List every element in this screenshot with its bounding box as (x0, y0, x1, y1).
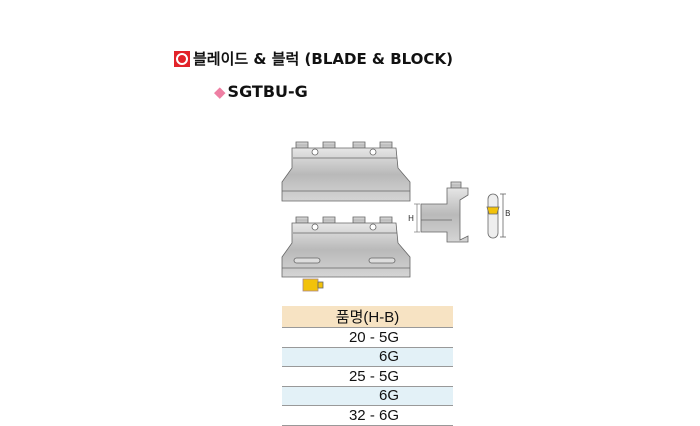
spec-table: 품명(H-B) 20 - 5G 6G 25 - 5G 6G 32 - 6G (282, 306, 453, 426)
table-row: 20 - 5G (282, 327, 453, 348)
block-top-view (281, 141, 411, 202)
section-title-text: 블레이드 & 블럭 (BLADE & BLOCK) (193, 50, 453, 68)
label-h: H (408, 214, 414, 223)
circle-bullet-icon (174, 50, 190, 67)
table-row: 6G (282, 386, 453, 406)
product-name: SGTBU-G (227, 82, 308, 101)
label-b: B (505, 209, 511, 218)
table-row: 6G (282, 347, 453, 367)
block-side-view (420, 181, 469, 243)
table-row: 25 - 5G (282, 366, 453, 387)
diamond-icon: ◆ (214, 82, 226, 101)
block-bottom-view (281, 216, 411, 292)
dimension-h (414, 203, 420, 233)
table-row: 32 - 6G (282, 405, 453, 426)
section-title: 블레이드 & 블럭 (BLADE & BLOCK) (174, 48, 453, 69)
product-subtitle: ◆ SGTBU-G (214, 82, 308, 101)
blade-view (486, 193, 506, 239)
table-header-row: 품명(H-B) (282, 306, 453, 328)
column-header: 품명(H-B) (282, 306, 453, 328)
